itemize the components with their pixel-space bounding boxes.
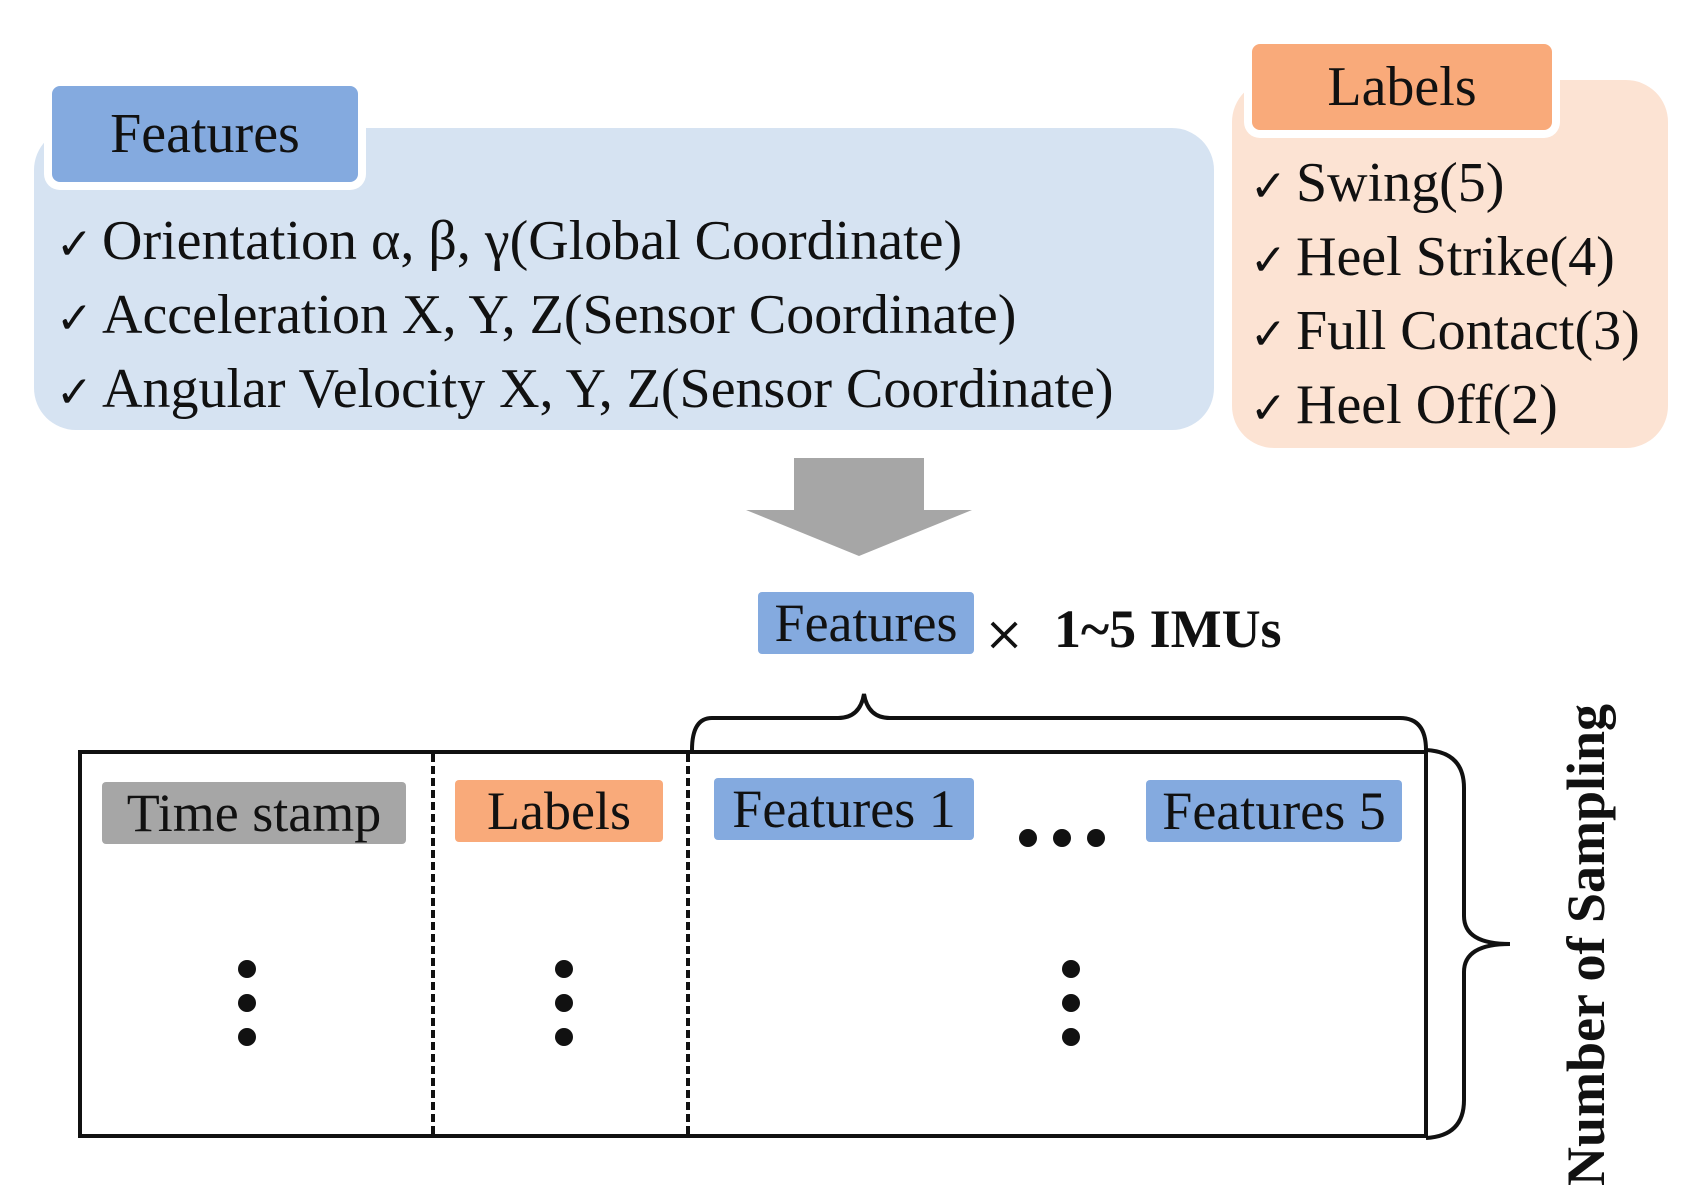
column-divider [686,754,690,1134]
number-of-sampling-label: Number of Sampling [1556,703,1616,1187]
data-table [78,750,1428,1138]
check-icon: ✓ [1250,309,1287,360]
column-header-features-5: Features 5 [1146,780,1402,842]
check-icon: ✓ [56,219,93,270]
imus-label: 1~5 IMUs [1054,599,1282,659]
feature-item: ✓Orientation α, β, γ(Global Coordinate) [56,206,1113,280]
label-item: ✓Heel Off(2) [1250,370,1640,444]
label-item: ✓Swing(5) [1250,148,1640,222]
labels-list: ✓Swing(5) ✓Heel Strike(4) ✓Full Contact(… [1250,148,1640,444]
features-list: ✓Orientation α, β, γ(Global Coordinate) … [56,206,1113,428]
features-tab: Features [52,86,358,182]
top-brace [690,693,1428,751]
check-icon: ✓ [56,367,93,418]
features-chip: Features [758,592,974,654]
horizontal-ellipsis [1018,796,1106,865]
check-icon: ✓ [56,293,93,344]
labels-tab: Labels [1252,44,1552,130]
multiply-sign: × [984,606,1025,662]
column-divider [431,754,435,1134]
feature-item: ✓Acceleration X, Y, Z(Sensor Coordinate) [56,280,1113,354]
right-brace [1425,748,1511,1140]
vertical-ellipsis [555,960,575,1062]
down-arrow-icon [746,458,972,556]
label-item: ✓Full Contact(3) [1250,296,1640,370]
labels-panel [1232,80,1668,448]
column-header-time-stamp: Time stamp [102,782,406,844]
features-title: Features [110,103,300,165]
label-item: ✓Heel Strike(4) [1250,222,1640,296]
ellipsis-dots [1019,829,1105,847]
check-icon: ✓ [1250,235,1287,286]
column-header-features-1: Features 1 [714,778,974,840]
column-header-labels: Labels [455,780,663,842]
labels-title: Labels [1327,56,1477,118]
vertical-ellipsis [1062,960,1082,1062]
vertical-ellipsis [238,960,258,1062]
check-icon: ✓ [1250,161,1287,212]
check-icon: ✓ [1250,383,1287,434]
feature-item: ✓Angular Velocity X, Y, Z(Sensor Coordin… [56,354,1113,428]
